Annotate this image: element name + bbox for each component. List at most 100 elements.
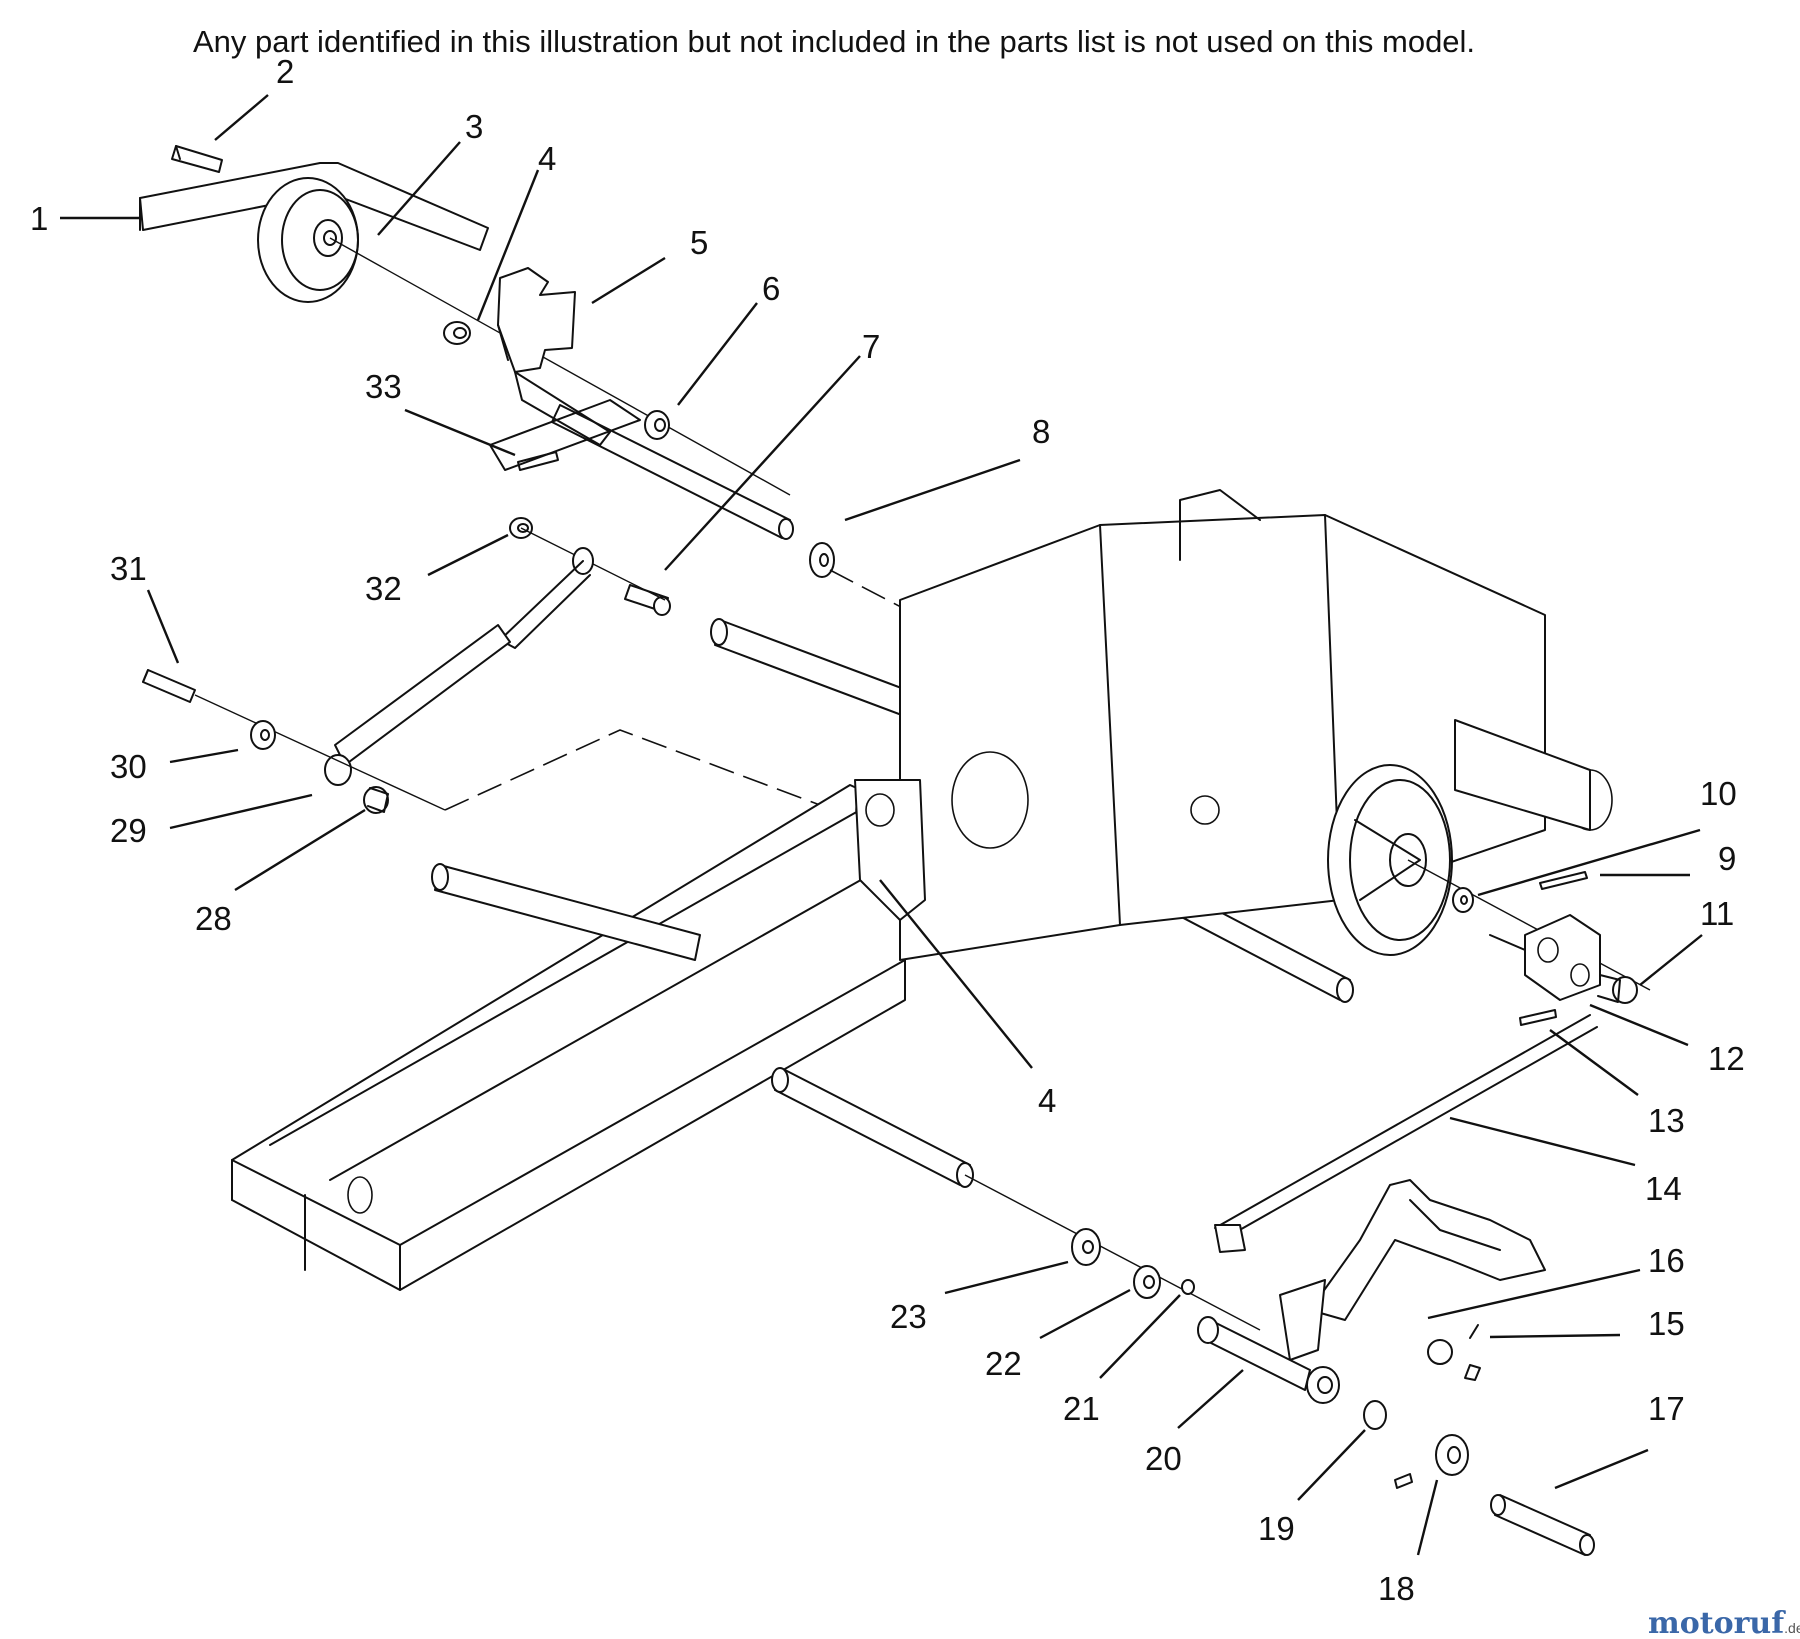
idler-pulley-3 xyxy=(257,177,359,303)
svg-text:16: 16 xyxy=(1648,1242,1685,1279)
svg-text:12: 12 xyxy=(1708,1040,1745,1077)
assembly-outline xyxy=(444,729,861,821)
svg-text:14: 14 xyxy=(1645,1170,1682,1207)
callout-12: 12 xyxy=(1589,1003,1745,1077)
callout-4-lower: 4 xyxy=(879,879,1056,1119)
bearing-18 xyxy=(1435,1434,1469,1476)
set-screw-21 xyxy=(1181,1279,1195,1295)
cotter-pin-9 xyxy=(1539,871,1588,890)
svg-text:9: 9 xyxy=(1718,840,1736,877)
svg-text:32: 32 xyxy=(365,570,402,607)
svg-text:28: 28 xyxy=(195,900,232,937)
pivot-arm-20 xyxy=(1197,1279,1340,1404)
cross-tube-rear xyxy=(710,618,961,736)
axle-tube-left xyxy=(771,1067,974,1188)
fan-pulley xyxy=(1327,764,1453,956)
spacer-28 xyxy=(363,786,389,814)
callout-33: 33 xyxy=(365,368,516,457)
washer-22 xyxy=(1133,1265,1161,1299)
control-rod-14 xyxy=(1214,1014,1598,1253)
svg-text:motoruf.de: motoruf.de xyxy=(1648,1606,1800,1639)
svg-text:18: 18 xyxy=(1378,1570,1415,1607)
svg-text:20: 20 xyxy=(1145,1440,1182,1477)
washer-23 xyxy=(1071,1228,1101,1266)
callout-6: 6 xyxy=(677,270,780,406)
callout-21: 21 xyxy=(1063,1294,1181,1427)
transmission-housing xyxy=(899,489,1613,961)
svg-text:5: 5 xyxy=(690,224,708,261)
callout-28: 28 xyxy=(195,808,366,937)
svg-text:31: 31 xyxy=(110,550,147,587)
svg-text:15: 15 xyxy=(1648,1305,1685,1342)
callout-17: 17 xyxy=(1554,1390,1685,1490)
callout-15: 15 xyxy=(1489,1305,1685,1342)
callout-23: 23 xyxy=(890,1260,1069,1335)
svg-text:6: 6 xyxy=(762,270,780,307)
callout-30: 30 xyxy=(110,748,239,785)
svg-text:21: 21 xyxy=(1063,1390,1100,1427)
svg-text:29: 29 xyxy=(110,812,147,849)
callout-20: 20 xyxy=(1145,1369,1244,1477)
svg-text:22: 22 xyxy=(985,1345,1022,1382)
callout-22: 22 xyxy=(985,1288,1131,1382)
axis-line-left xyxy=(194,694,446,811)
callout-4: 4 xyxy=(476,140,556,321)
bolt-7 xyxy=(624,584,671,616)
callout-8: 8 xyxy=(844,413,1050,522)
callout-9: 9 xyxy=(1600,840,1736,877)
pedal-pad-15 xyxy=(1427,1324,1481,1381)
pin-33 xyxy=(517,451,559,471)
callout-10: 10 xyxy=(1477,775,1737,897)
pivot-rod-7 xyxy=(551,404,794,540)
svg-text:23: 23 xyxy=(890,1298,927,1335)
callout-31: 31 xyxy=(110,550,180,664)
svg-text:7: 7 xyxy=(862,328,880,365)
watermark-logo: motoruf.de xyxy=(1648,1606,1800,1639)
rod-end-gas-spring xyxy=(324,547,594,786)
nut-11 xyxy=(1597,974,1638,1004)
axis-line-right xyxy=(1407,859,1651,991)
bolt-31 xyxy=(142,669,196,703)
diagram-note: Any part identified in this illustration… xyxy=(193,24,1475,59)
watermark-tld: .de xyxy=(1784,1620,1800,1636)
svg-text:10: 10 xyxy=(1700,775,1737,812)
washer-10 xyxy=(1452,887,1474,913)
drive-belt xyxy=(139,162,489,251)
svg-text:13: 13 xyxy=(1648,1102,1685,1139)
washer-30 xyxy=(250,720,276,750)
svg-text:1: 1 xyxy=(30,200,48,237)
callout-18: 18 xyxy=(1378,1479,1439,1607)
nut-4-upper xyxy=(443,321,471,345)
svg-text:17: 17 xyxy=(1648,1390,1685,1427)
bolt-2 xyxy=(171,145,223,173)
callout-2: 2 xyxy=(214,53,294,141)
svg-text:19: 19 xyxy=(1258,1510,1295,1547)
screw-18 xyxy=(1394,1473,1413,1489)
callout-16: 16 xyxy=(1427,1242,1685,1320)
callout-7: 7 xyxy=(664,328,880,571)
callout-14: 14 xyxy=(1449,1116,1682,1207)
callout-19: 19 xyxy=(1258,1429,1366,1547)
bellcrank-12 xyxy=(1489,914,1601,1001)
washer-19 xyxy=(1363,1400,1387,1430)
nut-6 xyxy=(644,410,670,440)
svg-text:2: 2 xyxy=(276,53,294,90)
washer-8 xyxy=(809,542,835,578)
cross-tube-front xyxy=(431,863,701,961)
callout-29: 29 xyxy=(110,793,313,849)
callout-5: 5 xyxy=(591,224,708,305)
svg-text:33: 33 xyxy=(365,368,402,405)
mower-frame xyxy=(231,784,906,1291)
svg-text:4: 4 xyxy=(538,140,556,177)
svg-text:30: 30 xyxy=(110,748,147,785)
watermark-brand: motoruf xyxy=(1648,1606,1786,1639)
callout-11: 11 xyxy=(1639,895,1734,986)
side-plate xyxy=(854,779,926,921)
bracket-plate xyxy=(489,399,641,471)
callouts: 1 2 3 4 5 6 7 8 9 10 11 12 13 14 15 16 1… xyxy=(30,53,1745,1607)
svg-text:8: 8 xyxy=(1032,413,1050,450)
callout-32: 32 xyxy=(365,533,509,607)
callout-3: 3 xyxy=(377,108,483,236)
pin-13 xyxy=(1519,1009,1557,1026)
